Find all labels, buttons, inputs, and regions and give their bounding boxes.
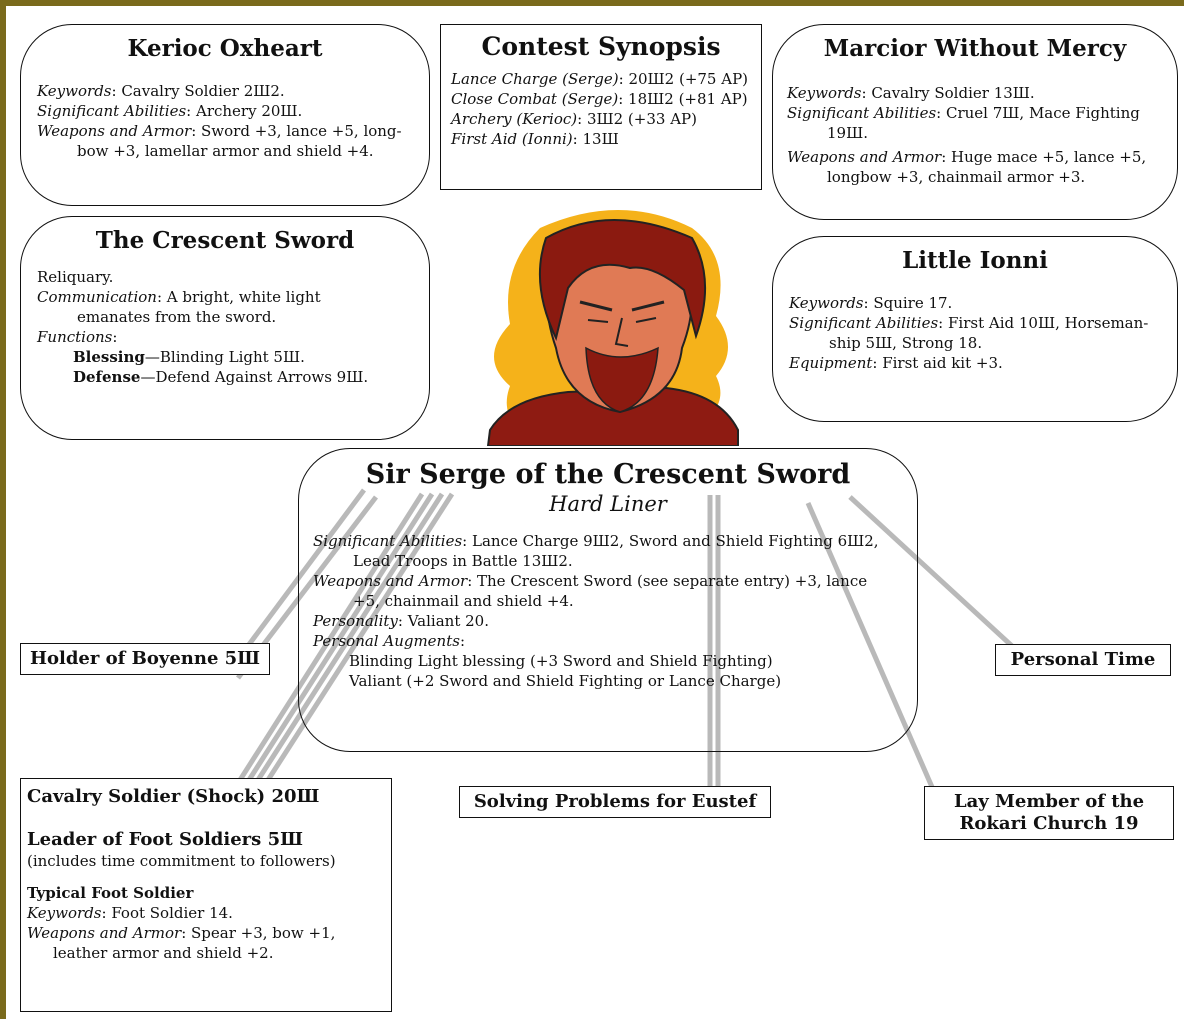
synopsis-row-label: Lance Charge (Serge)	[451, 70, 619, 88]
cavalry-weapons-label: Weapons and Armor	[27, 924, 182, 942]
kerioc-abilities-label: Significant Abilities	[37, 102, 187, 120]
contest-synopsis-card: Contest Synopsis Lance Charge (Serge): 2…	[440, 24, 762, 190]
typical-foot-soldier-heading: Typical Foot Soldier	[27, 884, 194, 902]
red-tunic-shape	[486, 386, 739, 446]
connector-line-cavalry	[265, 492, 455, 782]
marcior-abilities-value: : Cruel 7Ш, Mace Fighting 19Ш.	[827, 104, 1140, 142]
kerioc-keywords-value: : Cavalry Soldier 2Ш2.	[111, 82, 285, 100]
kerioc-abilities-value: : Archery 20Ш.	[186, 102, 303, 120]
connector-line-holder	[227, 488, 367, 672]
serge-weapons-label: Weapons and Armor	[313, 572, 468, 590]
marcior-keywords-label: Keywords	[787, 84, 862, 102]
holder-of-boyenne-tag: Holder of Boyenne 5Ш	[20, 643, 270, 675]
ionni-equipment-label: Equipment	[789, 354, 873, 372]
cavalry-soldier-card: Cavalry Soldier (Shock) 20Ш Leader of Fo…	[20, 778, 392, 1012]
synopsis-title: Contest Synopsis	[481, 32, 721, 61]
page-border-left	[0, 0, 6, 1019]
personal-time-tag: Personal Time	[995, 644, 1171, 676]
nose-line	[614, 317, 629, 347]
cavalry-keywords-value: : Foot Soldier 14.	[101, 904, 233, 922]
kerioc-card: Kerioc Oxheart Keywords: Cavalry Soldier…	[20, 24, 430, 206]
kerioc-title: Kerioc Oxheart	[127, 35, 323, 62]
crescent-comm-label: Communication	[37, 288, 157, 306]
crescent-functions-label: Functions	[37, 328, 113, 346]
page-border-top	[0, 0, 1184, 6]
synopsis-row-value: : 3Ш2 (+33 AP)	[577, 110, 697, 128]
serge-augment-item: Blinding Light blessing (+3 Sword and Sh…	[349, 652, 773, 670]
serge-augments-colon: :	[459, 632, 466, 650]
crescent-defense-label: Defense	[73, 368, 141, 386]
sir-serge-card: Sir Serge of the Crescent Sword Hard Lin…	[298, 448, 918, 752]
connector-line-cavalry	[255, 492, 445, 782]
synopsis-row-label: Close Combat (Serge)	[451, 90, 619, 108]
kerioc-weapons-label: Weapons and Armor	[37, 122, 192, 140]
crescent-blessing-value: —Blinding Light 5Ш.	[144, 348, 305, 366]
cavalry-title: Cavalry Soldier (Shock) 20Ш	[27, 786, 320, 807]
crescent-comm-value: : A bright, white light emanates from th…	[77, 288, 321, 326]
leader-title: Leader of Foot Soldiers 5Ш	[27, 829, 303, 850]
little-ionni-card: Little Ionni Keywords: Squire 17. Signif…	[772, 236, 1178, 422]
knight-portrait-illustration	[486, 210, 739, 446]
kerioc-keywords-label: Keywords	[37, 82, 112, 100]
synopsis-row-label: Archery (Kerioc)	[451, 110, 578, 128]
ionni-abilities-label: Significant Abilities	[789, 314, 939, 332]
serge-augment-item: Valiant (+2 Sword and Shield Fighting or…	[349, 672, 782, 690]
hair-shape	[538, 219, 707, 341]
marcior-weapons-value: : Huge mace +5, lance +5, longbow +3, ch…	[827, 148, 1147, 186]
serge-title: Sir Serge of the Crescent Sword	[365, 459, 851, 490]
synopsis-row-label: First Aid (Ionni)	[451, 130, 573, 148]
ionni-keywords-value: : Squire 17.	[863, 294, 953, 312]
marcior-keywords-value: : Cavalry Soldier 13Ш.	[861, 84, 1035, 102]
marcior-weapons-label: Weapons and Armor	[787, 148, 942, 166]
crescent-title: The Crescent Sword	[95, 227, 355, 254]
beard-shape	[585, 346, 659, 413]
serge-abilities-value: : Lance Charge 9Ш2, Sword and Shield Fig…	[353, 532, 879, 570]
leader-note: (includes time commitment to followers)	[27, 852, 336, 870]
crescent-blessing-label: Blessing	[73, 348, 145, 366]
cavalry-keywords-label: Keywords	[27, 904, 102, 922]
serge-subtitle: Hard Liner	[549, 492, 667, 516]
synopsis-row-value: : 13Ш	[572, 130, 619, 148]
ionni-keywords-label: Keywords	[789, 294, 864, 312]
brow-lines	[579, 300, 665, 312]
ionni-equipment-value: : First aid kit +3.	[872, 354, 1003, 372]
marcior-card: Marcior Without Mercy Keywords: Cavalry …	[772, 24, 1178, 220]
synopsis-row-value: : 20Ш2 (+75 AP)	[618, 70, 749, 88]
connector-line-cavalry	[246, 492, 435, 782]
eye-lines	[587, 317, 657, 323]
serge-augments-label: Personal Augments	[313, 632, 460, 650]
connector-line-cavalry	[237, 492, 425, 782]
serge-abilities-label: Significant Abilities	[313, 532, 463, 550]
connector-line-personal-time	[848, 495, 1014, 648]
crescent-sword-card: The Crescent Sword Reliquary. Communicat…	[20, 216, 430, 440]
serge-personality-label: Personality	[313, 612, 398, 630]
connector-line-rokari	[805, 501, 935, 789]
cavalry-weapons-value: : Spear +3, bow +1, leather armor and sh…	[53, 924, 336, 962]
serge-weapons-value: : The Crescent Sword (see separate entry…	[353, 572, 868, 610]
rokari-church-tag: Lay Member of the Rokari Church 19	[924, 786, 1174, 840]
ionni-title: Little Ionni	[902, 247, 1048, 274]
synopsis-row-value: : 18Ш2 (+81 AP)	[618, 90, 748, 108]
marcior-abilities-label: Significant Abilities	[787, 104, 937, 122]
crescent-functions-colon: :	[112, 328, 118, 346]
serge-personality-value: : Valiant 20.	[397, 612, 489, 630]
crescent-defense-value: —Defend Against Arrows 9Ш.	[140, 368, 369, 386]
ionni-abilities-value: : First Aid 10Ш, Horseman-ship 5Ш, Stron…	[829, 314, 1149, 352]
marcior-title: Marcior Without Mercy	[823, 35, 1127, 62]
solving-problems-eustef-tag: Solving Problems for Eustef	[459, 786, 771, 818]
crescent-reliquary: Reliquary.	[37, 268, 114, 286]
kerioc-weapons-value: : Sword +3, lance +5, long-bow +3, lamel…	[77, 122, 402, 160]
